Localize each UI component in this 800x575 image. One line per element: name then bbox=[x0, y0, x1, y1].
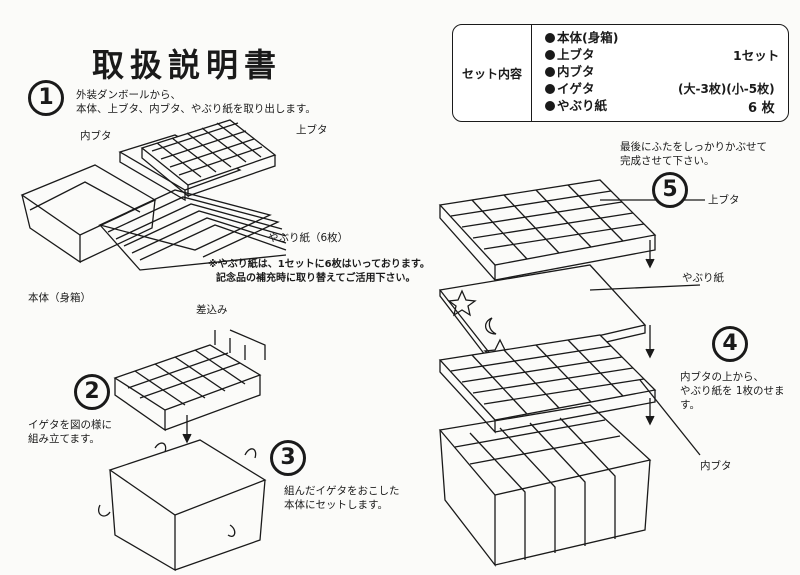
label-uwabuta: 上ブタ bbox=[296, 124, 328, 136]
box-body-illustration bbox=[20, 164, 157, 264]
paper-qty: 6 枚 bbox=[748, 101, 775, 116]
set-contents-label: セット内容 bbox=[453, 25, 532, 121]
set-item: 上ブタ bbox=[545, 46, 618, 63]
step-2-text: イゲタを図の様に組み立てます。 bbox=[28, 419, 112, 445]
paper-stack-illustration bbox=[98, 189, 287, 271]
step-2-number: 2 bbox=[74, 374, 110, 410]
step-5-number: 5 bbox=[652, 172, 688, 208]
set-contents-list: 本体(身箱) 上ブタ 内ブタ イゲタ やぶり紙 bbox=[545, 29, 618, 114]
label-uwabuta-right: 上ブタ bbox=[708, 194, 740, 206]
leader-uchibuta bbox=[639, 379, 701, 456]
step-3-text: 組んだイゲタをおこした本体にセットします。 bbox=[284, 485, 400, 511]
set-item: やぶり紙 bbox=[545, 97, 618, 114]
inner-lid-large-illustration bbox=[438, 334, 657, 434]
top-lid-large-illustration bbox=[438, 179, 657, 282]
set-qty: 1セット bbox=[733, 48, 780, 63]
bullet-icon bbox=[545, 101, 555, 111]
label-yaburi6: やぶり紙（6枚） bbox=[268, 232, 349, 244]
bullet-icon bbox=[545, 84, 555, 94]
label-yaburi-right: やぶり紙 bbox=[682, 272, 724, 284]
label-hontai: 本体（身箱） bbox=[28, 292, 91, 304]
box-body-large-illustration bbox=[438, 404, 652, 567]
inner-lid-illustration bbox=[118, 134, 242, 202]
top-lid-illustration bbox=[140, 119, 277, 198]
igeta-qty: (大-3枚)(小-5枚) bbox=[678, 82, 775, 96]
bullet-icon bbox=[545, 50, 555, 60]
set-contents-box: セット内容 本体(身箱) 上ブタ 内ブタ イゲタ やぶり紙 1セット (大-3枚… bbox=[452, 24, 789, 122]
page-title: 取扱説明書 bbox=[92, 46, 283, 84]
step-5-text: 最後にふたをしっかりかぶせて完成させて下さい。 bbox=[620, 141, 767, 167]
step-4-text: 内ブタの上から、やぶり紙を 1枚のせます。 bbox=[680, 371, 785, 411]
step-1-number: 1 bbox=[28, 80, 64, 116]
label-uchibuta: 内ブタ bbox=[80, 130, 112, 142]
step-4-number: 4 bbox=[712, 326, 748, 362]
set-item: 内ブタ bbox=[545, 63, 618, 80]
partition-grid-illustration bbox=[113, 329, 266, 432]
step-1-text: 外装ダンボールから、本体、上ブタ、内ブタ、やぶり紙を取り出します。 bbox=[76, 89, 316, 115]
set-item: 本体(身箱) bbox=[545, 29, 618, 46]
set-item: イゲタ bbox=[545, 80, 618, 97]
leader-yaburi bbox=[589, 284, 701, 291]
label-sashikomi: 差込み bbox=[196, 304, 228, 316]
open-box-illustration bbox=[98, 439, 267, 572]
step-3-number: 3 bbox=[270, 440, 306, 476]
bullet-icon bbox=[545, 33, 555, 43]
paper-note: ※やぶり紙は、1セットに6枚はいっております。記念品の補充時に取り替えてご活用下… bbox=[208, 259, 430, 284]
label-uchibuta-right: 内ブタ bbox=[700, 460, 732, 472]
bullet-icon bbox=[545, 67, 555, 77]
